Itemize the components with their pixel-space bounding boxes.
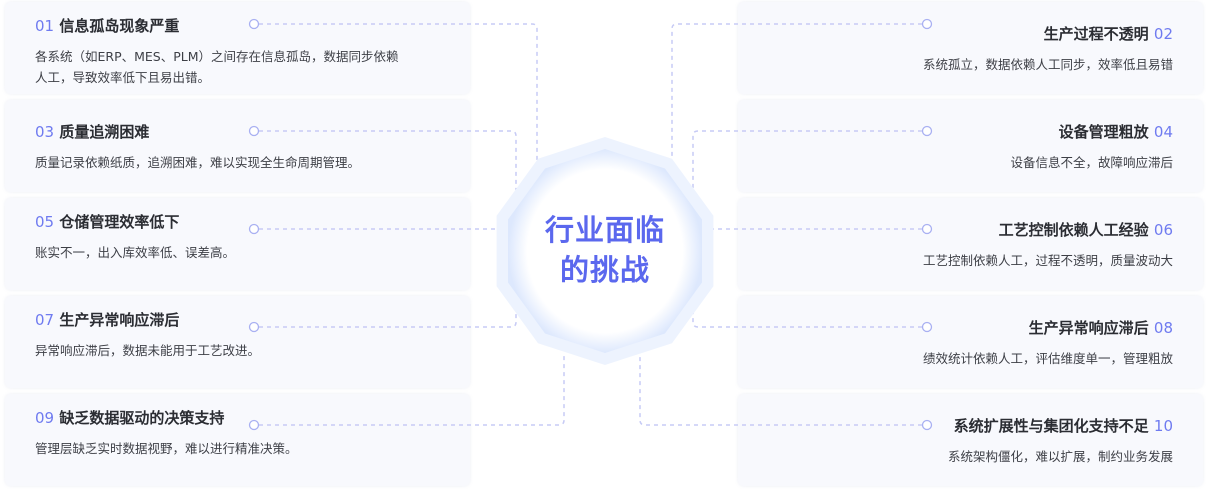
- center-title-line2: 的挑战: [559, 253, 650, 287]
- card-title: 设备管理粗放 04: [738, 120, 1173, 144]
- card-number: 05: [35, 213, 55, 231]
- card-description: 设备信息不全，故障响应滞后: [1010, 155, 1173, 170]
- challenge-card-08: 生产异常响应滞后 08 绩效统计依赖人工，评估维度单一，管理粗放: [738, 296, 1203, 388]
- card-description: 各系统（如ERP、MES、PLM）之间存在信息孤岛，数据同步依赖人工，导致效率低…: [35, 49, 399, 85]
- card-description: 工艺控制依赖人工，过程不透明，质量波动大: [922, 253, 1173, 268]
- challenge-card-10: 系统扩展性与集团化支持不足 10 系统架构僵化，难以扩展，制约业务发展: [738, 394, 1203, 486]
- connector-09: [259, 355, 565, 426]
- connector-10: [639, 355, 922, 426]
- challenge-card-07: 07 生产异常响应滞后 异常响应滞后，数据未能用于工艺改进。: [5, 296, 470, 388]
- connector-dot-icon: [248, 321, 260, 333]
- challenge-card-03: 03 质量追溯困难 质量记录依赖纸质，追溯困难，难以实现全生命周期管理。: [5, 100, 470, 192]
- connector-07: [259, 305, 517, 328]
- connector-dot-icon: [921, 18, 933, 30]
- connector-dot-icon: [921, 223, 933, 235]
- card-title: 09 缺乏数据驱动的决策支持: [35, 406, 470, 430]
- card-title-text: 信息孤岛现象严重: [59, 17, 180, 35]
- center-decagon: [508, 149, 702, 353]
- connector-dot-icon: [921, 419, 933, 431]
- card-number: 01: [35, 17, 55, 35]
- card-description: 质量记录依赖纸质，追溯困难，难以实现全生命周期管理。: [35, 155, 361, 170]
- card-title: 工艺控制依赖人工经验 06: [738, 218, 1173, 242]
- challenge-card-05: 05 仓储管理效率低下 账实不一，出入库效率低、误差高。: [5, 198, 470, 290]
- connector-01: [259, 23, 538, 165]
- connector-08: [692, 305, 922, 328]
- card-number: 04: [1153, 123, 1173, 141]
- card-description: 系统孤立，数据依赖人工同步，效率低且易错: [922, 57, 1173, 72]
- card-number: 06: [1153, 221, 1173, 239]
- connector-dot-icon: [248, 223, 260, 235]
- card-description: 异常响应滞后，数据未能用于工艺改进。: [35, 343, 261, 358]
- card-title: 07 生产异常响应滞后: [35, 308, 470, 332]
- card-title-text: 设备管理粗放: [1058, 123, 1149, 141]
- challenge-card-09: 09 缺乏数据驱动的决策支持 管理层缺乏实时数据视野，难以进行精准决策。: [5, 394, 470, 486]
- card-title-text: 缺乏数据驱动的决策支持: [59, 409, 225, 427]
- card-number: 03: [35, 123, 55, 141]
- challenge-card-04: 设备管理粗放 04 设备信息不全，故障响应滞后: [738, 100, 1203, 192]
- connector-dot-icon: [921, 321, 933, 333]
- connector-dot-icon: [248, 18, 260, 30]
- connector-02: [671, 23, 922, 162]
- center-title-line1: 行业面临: [544, 213, 665, 247]
- connector-dot-icon: [248, 125, 260, 137]
- card-number: 07: [35, 311, 55, 329]
- card-title-text: 生产异常响应滞后: [59, 311, 180, 329]
- card-title-text: 质量追溯困难: [59, 123, 150, 141]
- card-title-text: 仓储管理效率低下: [59, 213, 180, 231]
- center-title: 行业面临 的挑战: [505, 210, 705, 290]
- card-title-text: 工艺控制依赖人工经验: [998, 221, 1149, 239]
- card-description: 管理层缺乏实时数据视野，难以进行精准决策。: [35, 441, 298, 456]
- connector-dot-icon: [921, 125, 933, 137]
- card-title-text: 系统扩展性与集团化支持不足: [953, 417, 1149, 435]
- connector-dot-icon: [248, 419, 260, 431]
- card-description: 账实不一，出入库效率低、误差高。: [35, 245, 236, 260]
- card-title: 生产异常响应滞后 08: [738, 316, 1173, 340]
- card-number: 02: [1153, 25, 1173, 43]
- card-number: 10: [1153, 417, 1173, 435]
- challenge-card-01: 01 信息孤岛现象严重 各系统（如ERP、MES、PLM）之间存在信息孤岛，数据…: [5, 2, 470, 94]
- card-description: 系统架构僵化，难以扩展，制约业务发展: [947, 449, 1173, 464]
- card-title: 系统扩展性与集团化支持不足 10: [738, 414, 1173, 438]
- card-number: 09: [35, 409, 55, 427]
- card-title: 生产过程不透明 02: [738, 22, 1173, 46]
- challenge-card-02: 生产过程不透明 02 系统孤立，数据依赖人工同步，效率低且易错: [738, 2, 1203, 94]
- card-title-text: 生产异常响应滞后: [1028, 319, 1149, 337]
- connector-04: [692, 130, 922, 190]
- challenge-card-06: 工艺控制依赖人工经验 06 工艺控制依赖人工，过程不透明，质量波动大: [738, 198, 1203, 290]
- card-title: 05 仓储管理效率低下: [35, 210, 470, 234]
- card-title: 03 质量追溯困难: [35, 120, 470, 144]
- card-title: 01 信息孤岛现象严重: [35, 14, 470, 38]
- card-description: 绩效统计依赖人工，评估维度单一，管理粗放: [922, 351, 1173, 366]
- card-number: 08: [1153, 319, 1173, 337]
- connector-03: [259, 130, 517, 190]
- card-title-text: 生产过程不透明: [1043, 25, 1149, 43]
